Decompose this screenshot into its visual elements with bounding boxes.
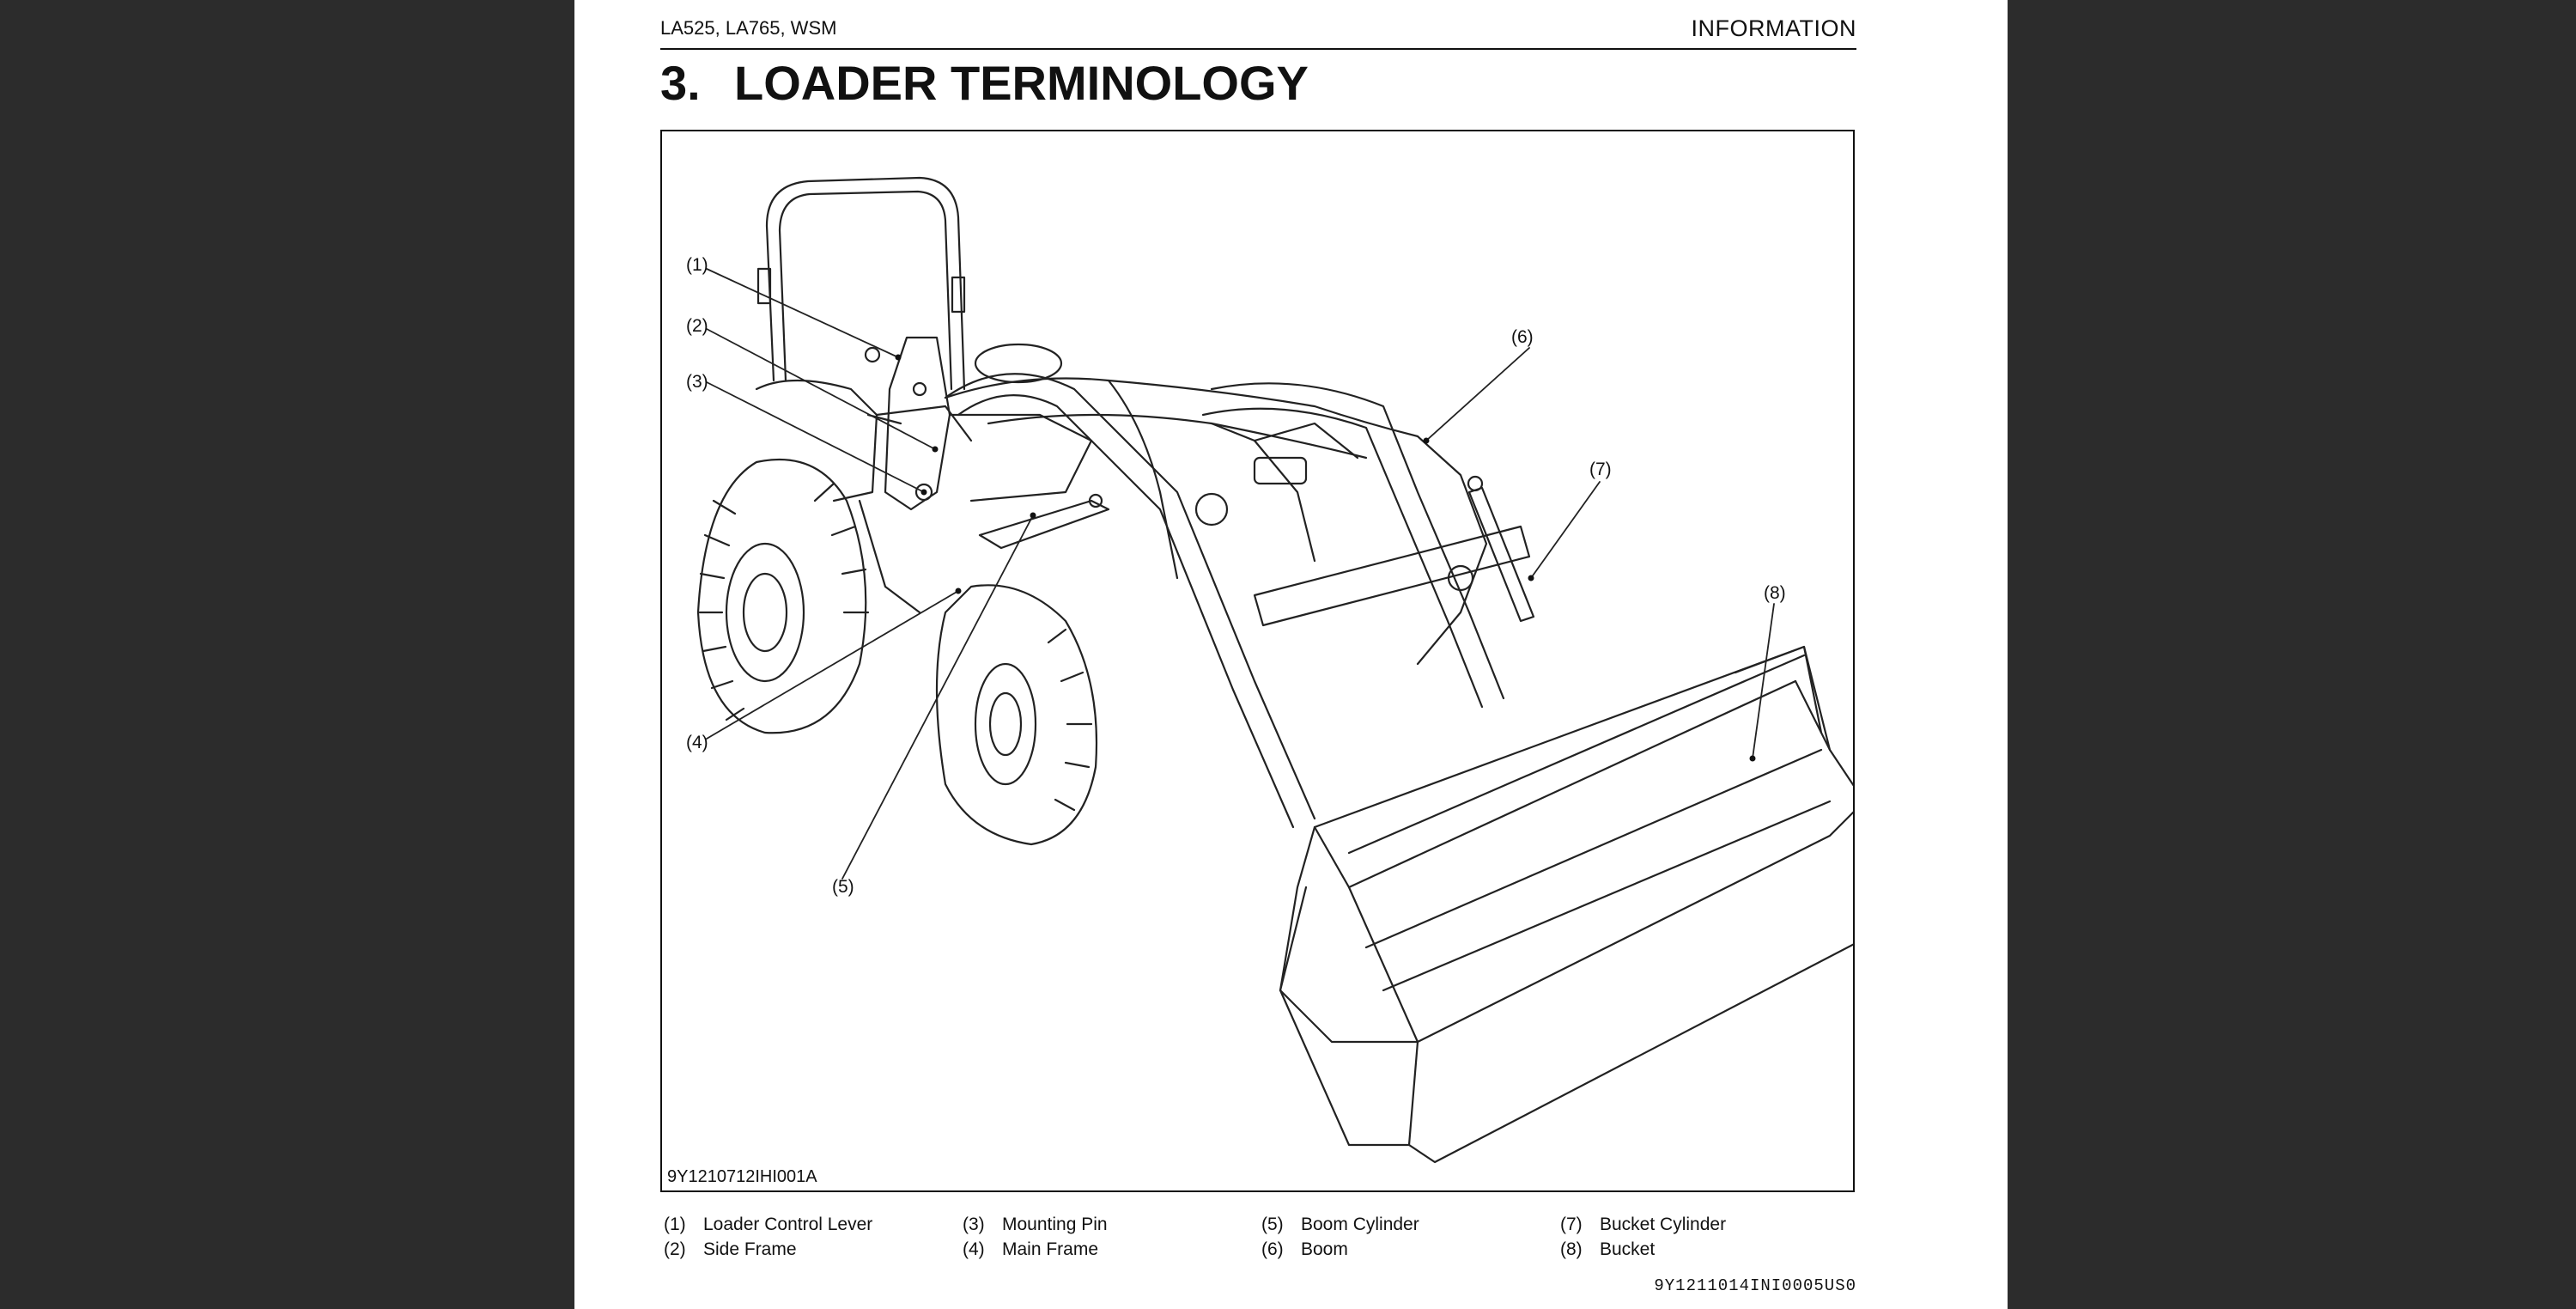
legend: (1)Loader Control Lever (2)Side Frame (3… [664,1215,1866,1268]
callout-6: (6) [1511,327,1534,347]
callout-7: (7) [1589,460,1612,479]
hood-drawing [944,377,1488,666]
document-code: 9Y1211014INI0005US0 [1654,1276,1856,1295]
legend-item: (6)Boom [1261,1239,1348,1259]
boom-cylinder-drawing [978,493,1110,550]
tractor-loader-drawing: (1) (2) (3) (4) (5) (6) (7) (8) [686,176,1853,1164]
legend-item: (3)Mounting Pin [963,1215,1108,1234]
page-header: LA525, LA765, WSM INFORMATION [660,15,1856,50]
leader-dots [895,354,1756,762]
callout-2: (2) [686,316,708,336]
legend-item: (4)Main Frame [963,1239,1099,1259]
figure-code: 9Y1210712IHI001A [667,1167,817,1186]
legend-item: (5)Boom Cylinder [1261,1215,1419,1234]
rear-fender-drawing [755,379,973,614]
manual-page: LA525, LA765, WSM INFORMATION 3. LOADER T… [574,0,2008,1309]
callout-3: (3) [686,372,708,392]
front-tire-drawing [935,584,1098,846]
legend-item: (8)Bucket [1560,1239,1656,1259]
section-number: 3. [660,56,701,110]
loader-figure: (1) (2) (3) (4) (5) (6) (7) (8) 9Y121071… [660,130,1855,1192]
legend-item: (1)Loader Control Lever [664,1215,873,1234]
cross-tube-drawing [1253,525,1531,627]
header-models: LA525, LA765, WSM [660,17,837,39]
boom-drawing [944,373,1505,829]
bucket-drawing [1279,645,1853,1164]
steering-wheel-drawing [974,343,1063,384]
callout-1: (1) [686,255,708,275]
rops-frame-drawing [756,176,966,391]
legend-item: (2)Side Frame [664,1239,797,1259]
section-title-text: LOADER TERMINOLOGY [734,56,1309,110]
section-title: 3. LOADER TERMINOLOGY [660,55,1309,111]
callout-8: (8) [1764,583,1786,603]
leader-lines [706,268,1775,880]
legend-item: (7)Bucket Cylinder [1560,1215,1727,1234]
callout-5: (5) [832,877,854,897]
bucket-cylinder-drawing [1467,475,1535,623]
header-section: INFORMATION [1691,15,1856,41]
side-frame-drawing [864,336,1093,511]
rear-tire-drawing [696,458,870,734]
callout-4: (4) [686,733,708,752]
